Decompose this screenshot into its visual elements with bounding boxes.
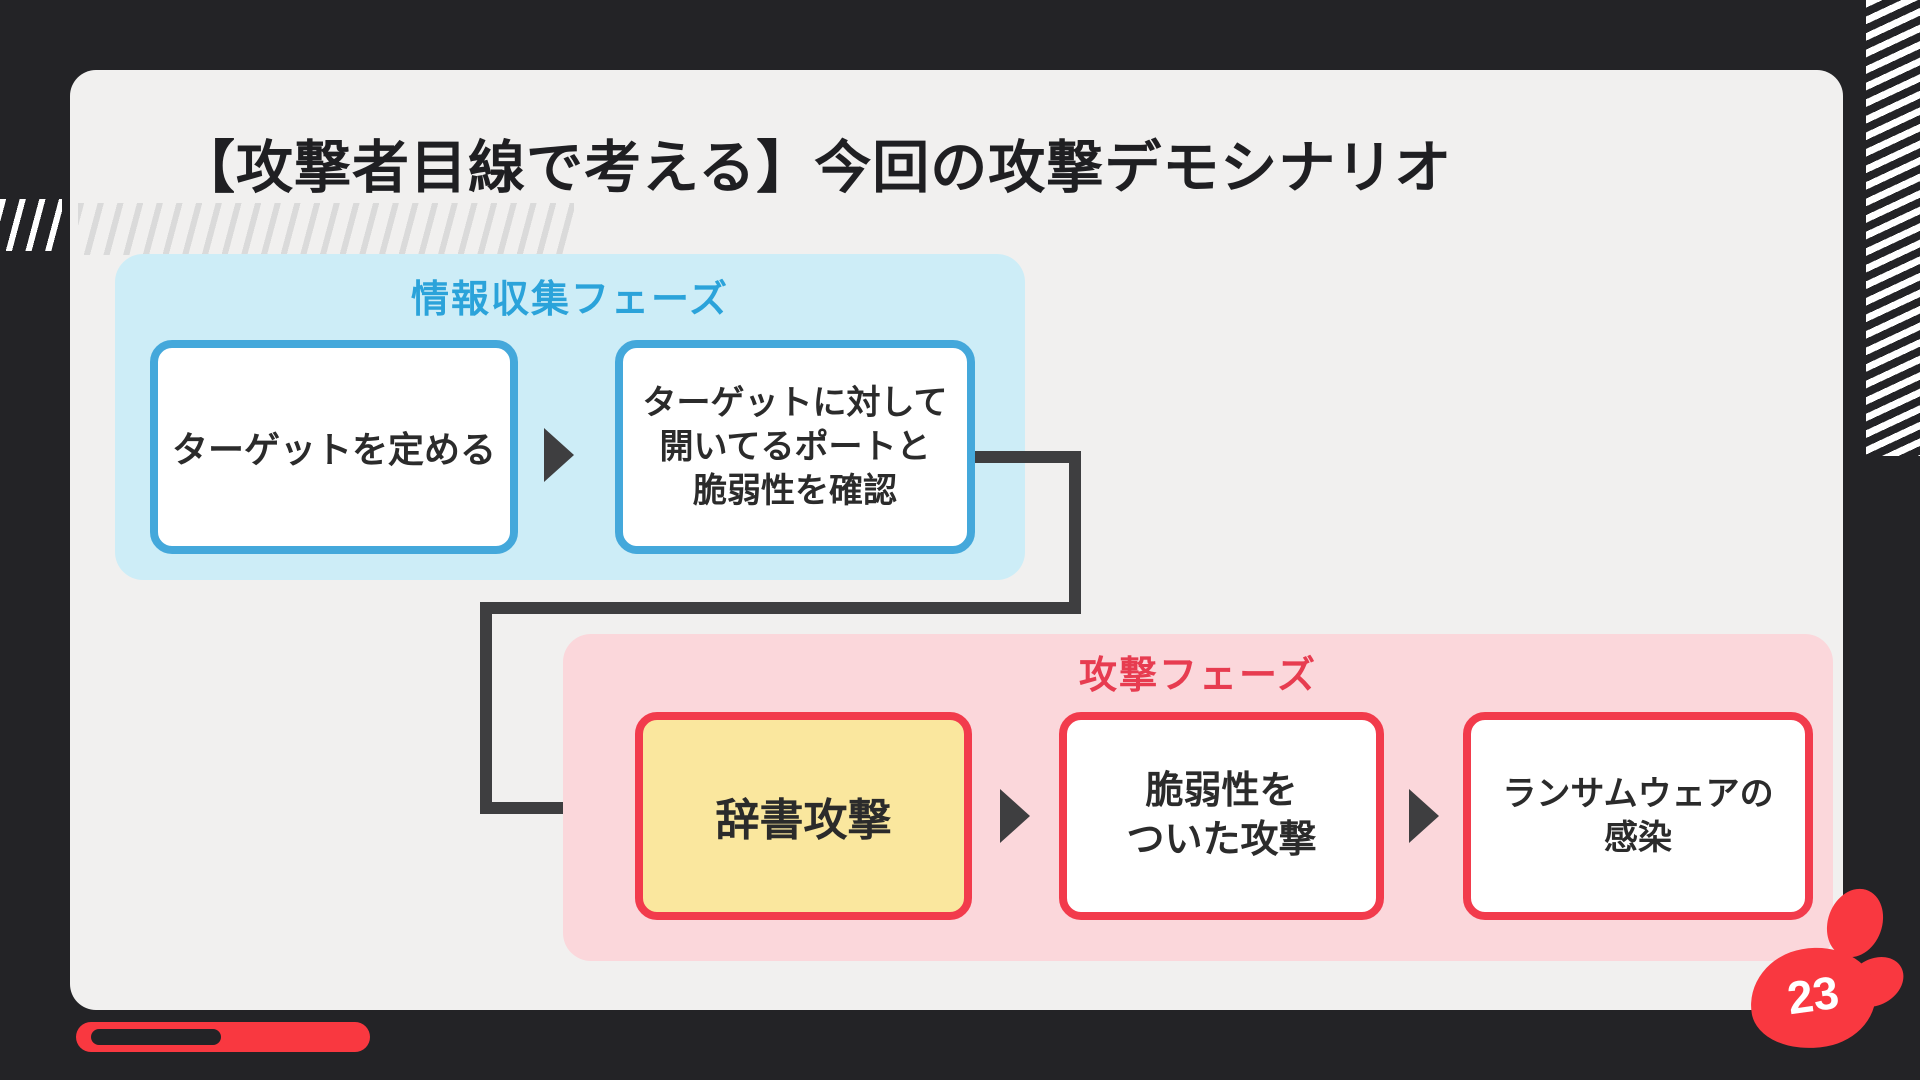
attack-phase-container: 攻撃フェーズ 辞書攻撃 脆弱性を ついた攻撃 ランサムウェアの 感染 (563, 634, 1833, 961)
step-check-ports-vulnerabilities: ターゲットに対して 開いてるポートと 脆弱性を確認 (615, 340, 975, 554)
step-exploit-vulnerability: 脆弱性を ついた攻撃 (1059, 712, 1384, 920)
connector-segment (480, 602, 1081, 614)
step-define-target: ターゲットを定める (150, 340, 518, 554)
right-edge-stripes-decoration (1866, 0, 1920, 456)
arrow-right-icon (1000, 789, 1030, 843)
footer-accent-bar (76, 1022, 370, 1052)
paw-print-icon: 23 (1740, 880, 1920, 1080)
recon-phase-container: 情報収集フェーズ ターゲットを定める ターゲットに対して 開いてるポートと 脆弱… (115, 254, 1025, 580)
connector-segment (480, 602, 492, 814)
left-edge-stripes-decoration (0, 199, 62, 251)
connector-segment (1069, 451, 1081, 614)
footer-accent-bar-inner (91, 1029, 221, 1045)
step-dictionary-attack: 辞書攻撃 (635, 712, 972, 920)
step-ransomware-infection: ランサムウェアの 感染 (1463, 712, 1813, 920)
title-underline-stripes-decoration (78, 203, 574, 255)
arrow-right-icon (544, 428, 574, 482)
arrow-right-icon (1409, 789, 1439, 843)
connector-segment (975, 451, 1081, 463)
recon-phase-label: 情報収集フェーズ (410, 279, 730, 321)
slide-title: 【攻撃者目線で考える】今回の攻撃デモシナリオ (178, 136, 1453, 200)
attack-phase-label: 攻撃フェーズ (1078, 655, 1318, 697)
